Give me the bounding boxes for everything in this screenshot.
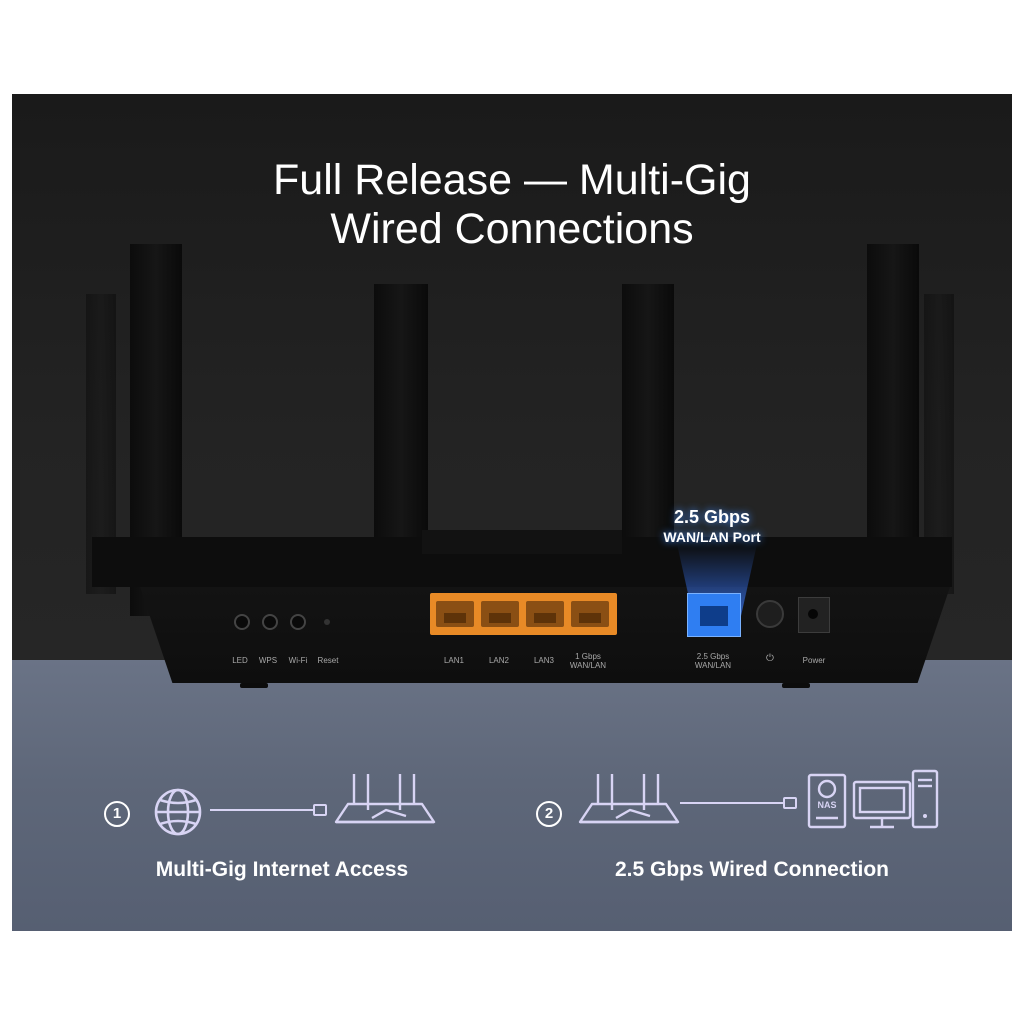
router-foot-left xyxy=(240,683,268,688)
globe-icon xyxy=(154,788,202,836)
router-foot-right xyxy=(782,683,810,688)
multigig-wan-lan-port[interactable] xyxy=(687,593,741,637)
ethernet-cable-icon xyxy=(680,797,797,809)
banner-title: Full Release — Multi-Gig Wired Connectio… xyxy=(12,156,1012,254)
reset-pinhole[interactable] xyxy=(324,619,330,625)
lan2-port[interactable] xyxy=(481,601,519,627)
lan1-label: LAN1 xyxy=(443,656,464,665)
wps-label: WPS xyxy=(258,656,278,665)
power-icon: ⏻ xyxy=(766,653,774,664)
gig-port-label-line2: WAN/LAN xyxy=(569,661,607,670)
step-caption-2: 2.5 Gbps Wired Connection xyxy=(614,858,889,881)
gig-wan-lan-port[interactable] xyxy=(571,601,609,627)
power-jack[interactable] xyxy=(798,597,830,633)
wan-port-label-line1: 2.5 Gbps xyxy=(696,652,730,661)
led-label: LED xyxy=(232,656,248,665)
pc-tower-icon xyxy=(911,769,939,829)
step-number-2: 2 xyxy=(536,801,562,827)
lan3-port[interactable] xyxy=(526,601,564,627)
gig-port-label-line1: 1 Gbps xyxy=(575,652,601,661)
antenna-4 xyxy=(622,284,674,546)
lan-port-block xyxy=(430,593,617,635)
led-button[interactable] xyxy=(234,614,250,630)
lan3-label: LAN3 xyxy=(533,656,554,665)
ethernet-cable-icon xyxy=(210,804,327,816)
gig-port-label: 1 Gbps WAN/LAN xyxy=(564,652,612,670)
reset-label: Reset xyxy=(317,656,339,665)
monitor-icon xyxy=(852,780,912,829)
nas-text: NAS xyxy=(817,800,836,810)
wan-port-label: 2.5 Gbps WAN/LAN xyxy=(685,652,741,670)
wan-port-label-line2: WAN/LAN xyxy=(694,661,732,670)
wifi-label: Wi-Fi xyxy=(288,656,308,665)
title-line-1: Full Release — Multi-Gig xyxy=(273,156,751,204)
step-number-1: 1 xyxy=(104,801,130,827)
title-line-2: Wired Connections xyxy=(330,205,694,253)
wan-callout-speed: 2.5 Gbps xyxy=(673,507,751,527)
wan-callout-port: WAN/LAN Port xyxy=(663,529,761,545)
wan-callout: 2.5 Gbps WAN/LAN Port xyxy=(612,506,812,546)
router-icon xyxy=(334,774,436,824)
power-button[interactable] xyxy=(756,600,784,628)
power-label: Power xyxy=(802,656,826,665)
lan2-label: LAN2 xyxy=(488,656,509,665)
nas-icon: NAS xyxy=(807,773,847,829)
wps-button[interactable] xyxy=(262,614,278,630)
wifi-button[interactable] xyxy=(290,614,306,630)
router-ridge xyxy=(422,530,622,554)
step-caption-1: Multi-Gig Internet Access xyxy=(155,858,409,881)
router-icon xyxy=(578,774,680,824)
product-banner: Full Release — Multi-Gig Wired Connectio… xyxy=(12,94,1012,931)
lan1-port[interactable] xyxy=(436,601,474,627)
